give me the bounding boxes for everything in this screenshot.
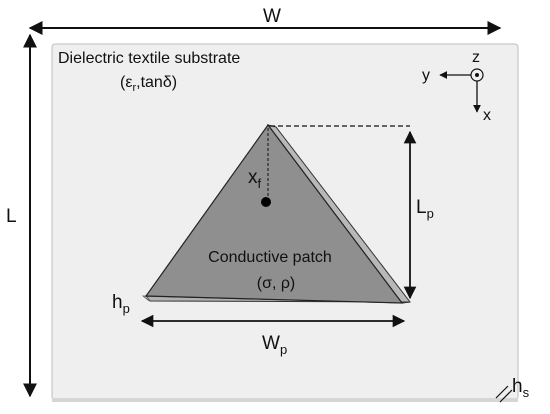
substrate-length-label: L: [6, 206, 17, 227]
substrate-thickness-label: hs: [512, 376, 530, 400]
substrate-params-open: (: [120, 74, 126, 91]
patch-width-label: Wp: [262, 333, 287, 357]
z-axis-dot: [475, 73, 479, 77]
feed-label: xf: [248, 167, 262, 191]
substrate-title: Dielectric textile substrate: [58, 50, 240, 67]
patch-title: Conductive patch: [208, 249, 332, 266]
substrate-width-label: W: [263, 6, 281, 27]
substrate-epsilon-sub: r: [132, 82, 136, 94]
patch-thickness-main: h: [112, 292, 123, 313]
substrate-epsilon: ε: [125, 74, 132, 91]
conductive-patch: [144, 123, 404, 304]
substrate-params: (εr,tanδ): [120, 74, 177, 94]
substrate-board-edge: [52, 398, 518, 402]
patch-params: (σ, ρ): [257, 275, 296, 292]
substrate-losstangent: ,tanδ): [136, 74, 177, 91]
z-axis-label: z: [472, 49, 480, 66]
y-axis-label: y: [422, 67, 430, 84]
substrate-thickness-main: h: [512, 376, 523, 397]
substrate-thickness-marker: [495, 385, 513, 403]
patch-left-end: [141, 295, 151, 302]
feed-label-sub: f: [258, 176, 262, 191]
patch-width-sub: p: [280, 342, 287, 357]
feed-label-main: x: [248, 167, 258, 188]
coordinate-system: z y x: [422, 49, 491, 124]
x-axis-label: x: [483, 107, 491, 124]
substrate-thickness-sub: s: [523, 385, 530, 400]
patch-width-main: W: [262, 333, 280, 354]
patch-thickness-label: hp: [112, 292, 130, 316]
patch-length-main: L: [416, 197, 427, 218]
patch-length-sub: p: [427, 206, 434, 221]
patch-thickness-sub: p: [123, 301, 130, 316]
feed-point: [261, 197, 271, 207]
patch-length-label: Lp: [416, 197, 434, 221]
